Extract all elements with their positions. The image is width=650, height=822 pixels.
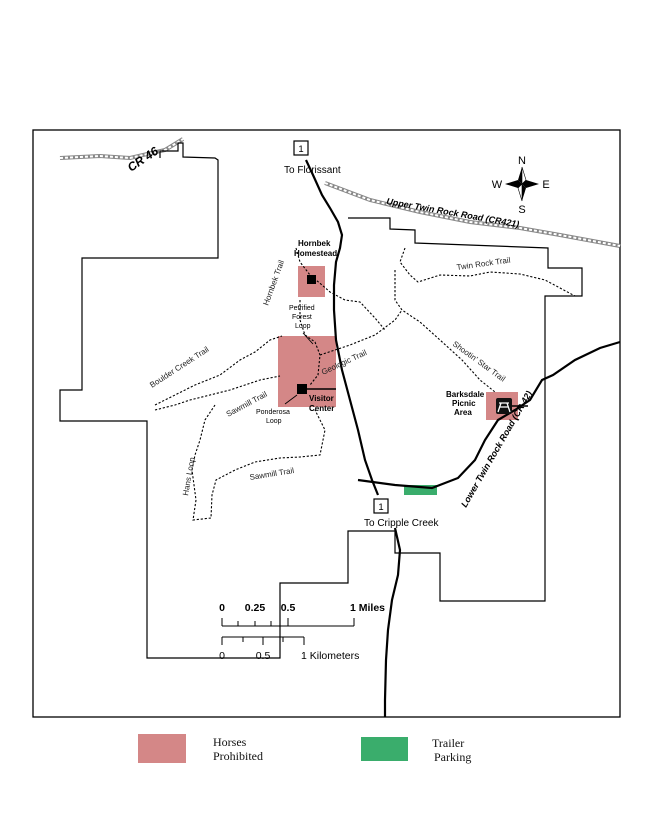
scale-bar: 0 0.25 0.5 1 Miles 0 0.5 1 Kilometers xyxy=(219,602,385,662)
barksdale-label-3: Area xyxy=(454,408,472,417)
petrified-forest-label-3: Loop xyxy=(295,323,311,330)
horses-prohibited-zones xyxy=(278,266,518,420)
hornbek-label: Hornbek xyxy=(298,239,331,248)
scale-mile-0: 0 xyxy=(219,602,225,614)
scale-km-0: 0 xyxy=(219,650,225,662)
compass-s: S xyxy=(518,204,525,216)
svg-text:1: 1 xyxy=(298,144,303,155)
upper-twin-rock-label: Upper Twin Rock Road (CR421) xyxy=(386,196,520,229)
ponderosa-label-2: Loop xyxy=(266,418,282,425)
legend-trailer-parking-line2: Parking xyxy=(434,750,471,764)
twin-rock-trail-line xyxy=(399,247,576,297)
svg-text:1: 1 xyxy=(378,502,383,513)
visitor-center-building-icon xyxy=(297,384,307,394)
trailer-parking-zone xyxy=(404,485,437,495)
hans-loop-line xyxy=(191,404,326,521)
boulder-creek-trail-label: Boulder Creek Trail xyxy=(148,345,211,390)
hans-loop-label: Hans Loop xyxy=(181,456,197,496)
legend-trailer-parking-line1: Trailer xyxy=(432,736,464,750)
visitor-center-prohibited-zone xyxy=(278,336,336,407)
barksdale-label-2: Picnic xyxy=(452,399,476,408)
to-cripple-creek-label: To Cripple Creek xyxy=(364,518,439,529)
to-florissant-label: To Florissant xyxy=(284,165,341,176)
legend-trailer-parking-swatch xyxy=(361,737,408,761)
route-shield-south: 1 xyxy=(373,498,389,514)
scale-mile-025: 0.25 xyxy=(245,602,266,614)
hornbek-label-2: Homestead xyxy=(294,249,337,258)
park-boundary xyxy=(59,142,583,659)
legend: Horses Prohibited Trailer Parking xyxy=(138,734,471,764)
compass-w: W xyxy=(492,179,503,191)
barksdale-label: Barksdale xyxy=(446,390,485,399)
highway-1-south xyxy=(383,527,402,717)
upper-sawmill-trail-line xyxy=(154,375,281,411)
ponderosa-label: Ponderosa xyxy=(256,409,290,416)
lower-twin-rock-road-line xyxy=(357,340,621,490)
route-shield-north: 1 xyxy=(293,140,309,156)
shootin-star-trail-line xyxy=(394,270,496,393)
map-frame xyxy=(32,129,621,718)
hornbek-trail-label: Hornbek Trail xyxy=(261,259,286,307)
trails xyxy=(154,247,576,521)
petrified-forest-leader xyxy=(302,332,314,345)
legend-horses-prohibited-line1: Horses xyxy=(213,735,247,749)
geologic-trail-line xyxy=(319,309,403,356)
highway-1 xyxy=(305,159,380,496)
compass-e: E xyxy=(542,179,549,191)
legend-horses-prohibited-line2: Prohibited xyxy=(213,749,263,763)
visitor-center-label: Visitor xyxy=(309,394,334,403)
scale-mile-1: 1 Miles xyxy=(350,602,385,614)
scale-km-05: 0.5 xyxy=(256,650,271,662)
hornbek-trail-line xyxy=(295,247,386,331)
petrified-forest-label: Petrified xyxy=(289,305,315,312)
picnic-table-icon xyxy=(496,398,512,414)
petrified-forest-loop-line xyxy=(299,300,321,386)
sawmill-lower-label: Sawmill Trail xyxy=(249,466,295,482)
cr46-road xyxy=(59,137,185,161)
scale-mile-05: 0.5 xyxy=(281,602,296,614)
twin-rock-trail-label: Twin Rock Trail xyxy=(456,255,511,271)
boulder-creek-trail-line xyxy=(154,335,283,406)
compass-rose-icon: N S E W xyxy=(492,155,550,216)
petrified-forest-label-2: Forest xyxy=(292,314,312,321)
county-roads xyxy=(59,137,621,248)
shootin-star-trail-label: Shootin' Star Trail xyxy=(451,339,507,383)
cr46-label: CR 46 xyxy=(125,144,161,175)
ponderosa-leader xyxy=(284,394,298,405)
visitor-center-label-2: Center xyxy=(309,404,334,413)
hornbek-building-icon xyxy=(307,275,316,284)
legend-horses-prohibited-swatch xyxy=(138,734,186,763)
scale-km-1: 1 Kilometers xyxy=(301,650,359,662)
compass-n: N xyxy=(518,155,526,167)
